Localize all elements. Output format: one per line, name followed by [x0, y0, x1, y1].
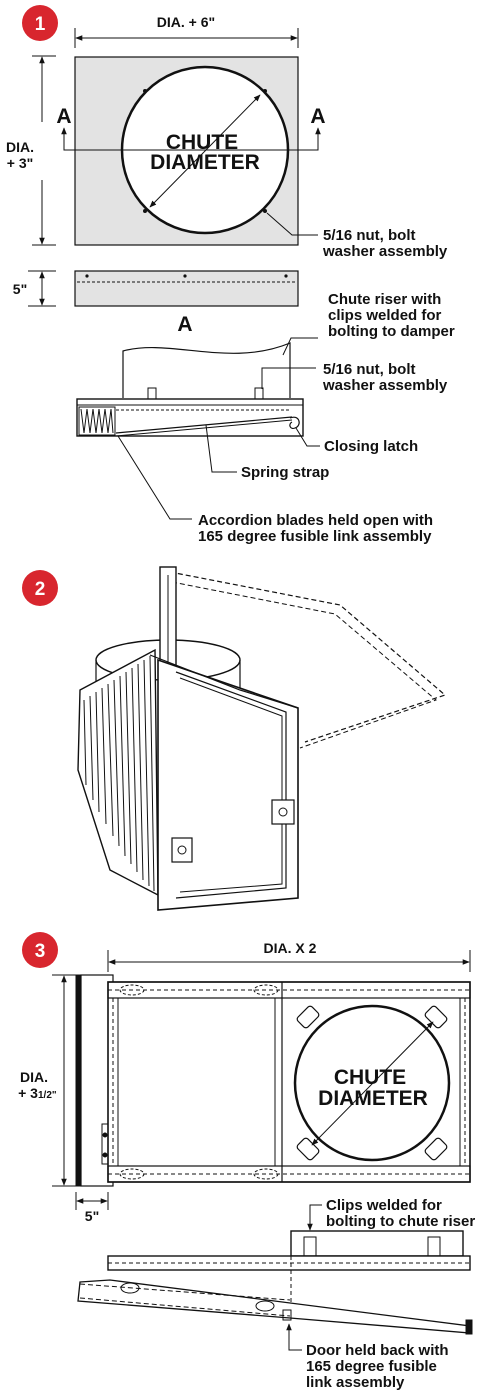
step-badge-2 [22, 570, 58, 606]
chute-diameter-3-label-2: DIAMETER [318, 1087, 428, 1110]
section-2: 2 [22, 566, 447, 911]
height-dimension-3: DIA. + 3 1/2" [18, 974, 110, 1187]
height-dimension: DIA. + 3" [6, 55, 56, 246]
diameter-arrow [149, 94, 261, 208]
nut2-callout-label-2: washer assembly [322, 377, 448, 394]
height-dimension-label-2: + 3" [7, 155, 34, 171]
step-badge-2-number: 2 [35, 579, 46, 600]
step-badge-1-number: 1 [35, 14, 46, 35]
damper-side-view: 5" A [13, 270, 299, 336]
step-badge-3 [22, 932, 58, 968]
height-dimension-3-label-2: + 3 [18, 1085, 38, 1101]
diameter-arrow-3 [311, 1021, 434, 1146]
height-dimension-3-label-1: DIA. [20, 1069, 48, 1085]
door-callout-label-3: link assembly [306, 1374, 405, 1391]
section-1: 1 DIA. + 6" DIA. + 3" A A [6, 5, 455, 545]
door-callout-leader [288, 1334, 302, 1351]
nut2-callout-label-1: 5/16 nut, bolt [323, 361, 416, 378]
chute-diameter-label-1: CHUTE [166, 131, 238, 154]
bolt-hole [263, 209, 267, 213]
door-callout-label-1: Door held back with [306, 1342, 449, 1359]
door-callout-label-2: 165 degree fusible [306, 1358, 437, 1375]
nut-callout-label-2: washer assembly [322, 243, 448, 260]
width-dimension-3: DIA. X 2 [107, 940, 471, 972]
blades-callout-label-2: 165 degree fusible link assembly [198, 528, 432, 545]
depth-dimension-label: 5" [13, 281, 27, 297]
clips-callout-label-2: bolting to chute riser [326, 1213, 475, 1230]
clips-callout-label-1: Clips welded for [326, 1197, 442, 1214]
step-badge-3-number: 3 [35, 941, 46, 962]
damper-isometric-view [77, 566, 447, 911]
latch-callout-leader [295, 427, 320, 447]
step-badge-1 [22, 5, 58, 41]
riser-callout-label-1: Chute riser with [328, 291, 441, 308]
chute-diameter-3-label-1: CHUTE [334, 1066, 406, 1089]
riser-callout-label-3: bolting to damper [328, 323, 455, 340]
height-dimension-label-1: DIA. [6, 139, 34, 155]
damper-side-section [77, 1230, 473, 1335]
clips-callout-leader [309, 1204, 322, 1230]
chute-diameter-label-2: DIAMETER [150, 151, 260, 174]
height-dimension-3-label-frac: 1/2" [38, 1090, 57, 1101]
strap-callout-label: Spring strap [241, 464, 329, 481]
bolt-hole [143, 89, 147, 93]
bolt-hole [263, 89, 267, 93]
blades-callout-label-1: Accordion blades held open with [198, 512, 433, 529]
depth-dimension-3: 5" [75, 1192, 109, 1224]
width-dimension: DIA. + 6" [74, 14, 299, 48]
nut-callout-leader [266, 212, 318, 236]
nut-callout-label-1: 5/16 nut, bolt [323, 227, 416, 244]
nut2-callout-leader [261, 367, 316, 389]
width-dimension-3-label: DIA. X 2 [264, 940, 317, 956]
section-a-label-right: A [310, 105, 325, 128]
strap-callout-leader [205, 424, 237, 473]
section-a-label-left: A [56, 105, 71, 128]
riser-callout-label-2: clips welded for [328, 307, 442, 324]
blades-callout-leader [117, 435, 192, 520]
riser-callout-leader [282, 337, 318, 356]
section-3: 3 DIA. X 2 DIA. + 3 1/2" [18, 932, 475, 1391]
section-label: A [177, 313, 192, 336]
damper-section-view: Chute riser with clips welded for boltin… [76, 291, 455, 545]
bolt-hole [143, 209, 147, 213]
width-dimension-label: DIA. + 6" [157, 14, 215, 30]
latch-callout-label: Closing latch [324, 438, 418, 455]
depth-dimension-3-label: 5" [85, 1208, 99, 1224]
